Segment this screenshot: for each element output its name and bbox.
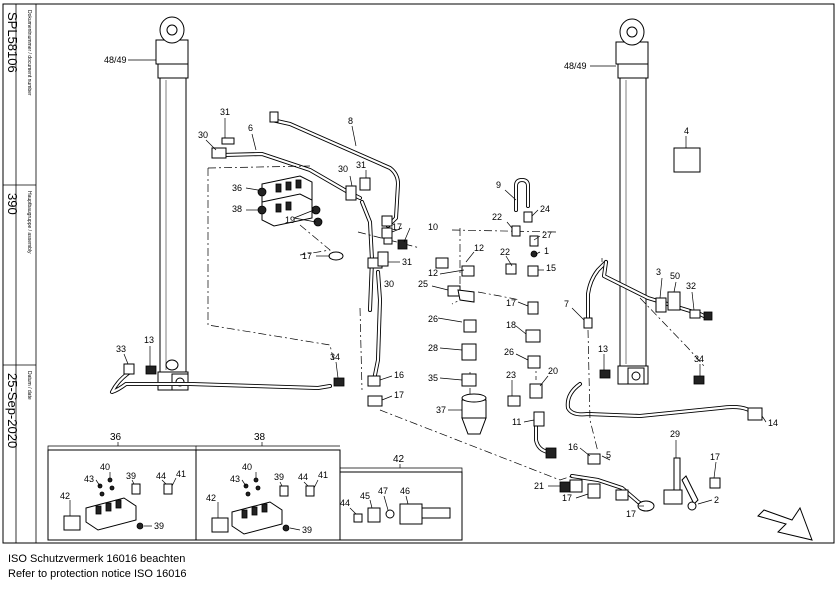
inset-38-callout-44: 44 (298, 472, 308, 482)
callout-26: 26 (428, 314, 438, 324)
inset-36-callout-44: 44 (156, 471, 166, 481)
callout-4: 4 (684, 126, 689, 136)
callout-30: 30 (198, 130, 208, 140)
callout-23: 23 (506, 370, 516, 380)
inset-title-38: 38 (254, 432, 266, 443)
callout-31: 31 (220, 107, 230, 117)
callout-3: 3 (656, 267, 661, 277)
assembly-centerlines (207, 165, 705, 481)
inset-36-callout-39: 39 (154, 521, 164, 531)
inset-36-callout-42: 42 (60, 491, 70, 501)
protection-notice-english: Refer to protection notice ISO 16016 (8, 568, 187, 580)
callout-50: 50 (670, 271, 680, 281)
callout-20: 20 (548, 366, 558, 376)
direction-arrow (757, 506, 813, 541)
callout-30: 30 (384, 279, 394, 289)
callout-8: 8 (348, 116, 353, 126)
callout-17: 17 (506, 298, 516, 308)
inset-38-callout-39: 39 (274, 472, 284, 482)
inset-38-callout-39: 39 (302, 525, 312, 535)
callout-11: 11 (512, 417, 521, 427)
callout-18: 18 (506, 320, 516, 330)
callout-7: 7 (564, 299, 569, 309)
leader-lines (69, 59, 767, 531)
valve-block (257, 175, 313, 227)
left-hydraulic-cylinder (155, 16, 189, 391)
drawing-frame (2, 3, 835, 544)
callout-16: 16 (394, 370, 404, 380)
inset-panels (47, 442, 463, 541)
inset-36-callout-39: 39 (126, 471, 136, 481)
inset-36-callout-40: 40 (100, 462, 110, 472)
inset-title-42: 42 (393, 454, 405, 465)
callout-38: 38 (232, 204, 242, 214)
document-number-value: SPL58106 (5, 12, 20, 73)
callout-17: 17 (562, 493, 572, 503)
callout-13: 13 (144, 335, 154, 345)
callout-17: 17 (392, 222, 402, 232)
inset-title-36: 36 (110, 432, 122, 443)
callout-27: 27 (542, 230, 552, 240)
inset-36-callout-43: 43 (84, 474, 94, 484)
callout-13: 13 (598, 344, 608, 354)
inset-38-callout-42: 42 (206, 493, 216, 503)
callout-17: 17 (394, 390, 404, 400)
callout-30: 30 (338, 164, 348, 174)
protection-notice-german: ISO Schutzvermerk 16016 beachten (8, 553, 186, 565)
date-value: 25-Sep-2020 (5, 373, 20, 448)
callout-10: 10 (428, 222, 438, 232)
callout-22: 22 (500, 247, 510, 257)
callout-22: 22 (492, 212, 502, 222)
callout-15: 15 (546, 263, 556, 273)
callout-24: 24 (540, 204, 550, 214)
callout-17: 17 (302, 251, 312, 261)
callout-31: 31 (356, 160, 366, 170)
title-strip: Dokumentnummer / document number SPL5810… (3, 4, 37, 543)
hydraulic-fittings (123, 111, 763, 512)
document-number-label: Dokumentnummer / document number (26, 10, 32, 96)
callout-32: 32 (686, 281, 696, 291)
inset-38-callout-41: 41 (318, 470, 328, 480)
callout-5: 5 (606, 450, 611, 460)
callout-35: 35 (428, 373, 438, 383)
callout-2: 2 (714, 495, 719, 505)
callout-36: 36 (232, 183, 242, 193)
callout-17: 17 (710, 452, 720, 462)
assembly-label: Hauptbaugruppe / assembly (26, 191, 32, 254)
callout-48-49-right: 48/49 (564, 61, 587, 71)
callout-29: 29 (670, 429, 680, 439)
callout-31: 31 (402, 257, 412, 267)
callout-19: 19 (285, 215, 295, 225)
callout-48-49-left: 48/49 (104, 55, 127, 65)
callout-21: 21 (534, 481, 544, 491)
inset-42-callout-47: 47 (378, 486, 388, 496)
inset-42-callout-44: 44 (340, 498, 350, 508)
callout-6: 6 (248, 123, 253, 133)
callout-26: 26 (504, 347, 514, 357)
inset-38-callout-40: 40 (242, 462, 252, 472)
callout-12: 12 (474, 243, 484, 253)
callout-1: 1 (544, 246, 549, 256)
callout-37: 37 (436, 405, 446, 415)
inset-38-callout-43: 43 (230, 474, 240, 484)
callout-34: 34 (330, 352, 340, 362)
inset-42-callout-46: 46 (400, 486, 410, 496)
callout-12: 12 (428, 268, 438, 278)
callout-25: 25 (418, 279, 428, 289)
assembly-value: 390 (5, 193, 20, 215)
callout-9: 9 (496, 180, 501, 190)
date-label: Datum / date (26, 371, 32, 400)
inset-42-callout-45: 45 (360, 491, 370, 501)
callout-34: 34 (694, 354, 704, 364)
inset-36-callout-41: 41 (176, 469, 186, 479)
callout-33: 33 (116, 344, 126, 354)
callout-17: 17 (626, 509, 636, 519)
right-hydraulic-cylinder (615, 18, 649, 385)
callout-16: 16 (568, 442, 578, 452)
callout-14: 14 (768, 418, 778, 428)
inset-42 (339, 471, 463, 541)
callout-28: 28 (428, 343, 438, 353)
callout-labels: 48/49 48/49 31 30 6 8 30 31 4 36 38 19 1… (60, 55, 778, 535)
